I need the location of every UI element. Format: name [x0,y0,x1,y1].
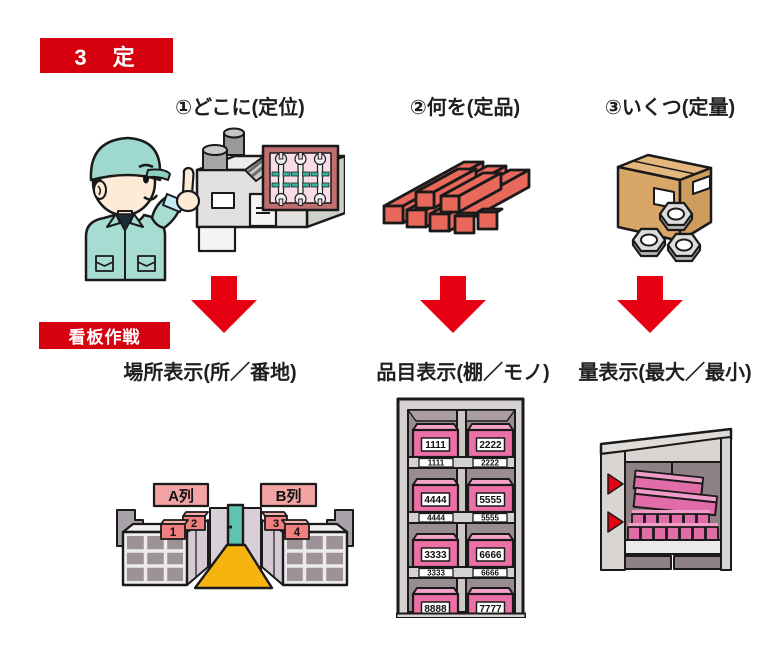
shelf-row-1: 1111 2222 1111 2222 [407,422,516,469]
svg-text:2222: 2222 [481,459,499,468]
min-level-marker-icon [607,511,624,533]
svg-text:2222: 2222 [479,440,502,451]
bar-stack [382,160,531,235]
svg-text:A列: A列 [168,487,194,505]
svg-text:5555: 5555 [479,495,502,506]
svg-text:6666: 6666 [479,550,502,561]
svg-text:3: 3 [273,518,279,530]
svg-text:3333: 3333 [427,569,445,578]
svg-text:B列: B列 [276,487,302,505]
aisle-illustration: A列 B列 2 1 3 4 [116,482,354,590]
hex-nut-icon [631,227,667,258]
material-bars-illustration [382,160,531,235]
svg-text:1111: 1111 [428,459,445,468]
column-header-where: ①どこに(定位) [175,97,305,119]
svg-text:4444: 4444 [427,514,445,523]
santei-badge: 3 定 [40,38,173,73]
shelf-row-2: 4444 5555 4444 5555 [407,477,516,524]
hex-nut-icon [666,232,702,263]
svg-text:4444: 4444 [424,495,447,506]
result-label-item: 品目表示(棚／モノ) [376,362,550,384]
cardboard-box [616,153,713,243]
parts-box-illustration [616,153,713,263]
location-tag: 3 [261,511,288,531]
machine [195,127,345,253]
down-arrow-icon [617,276,683,333]
max-level-marker-icon [607,473,624,495]
result-label-location: 場所表示(所／番地) [123,362,297,384]
svg-text:8888: 8888 [424,604,447,615]
down-arrow-icon [420,276,486,333]
kanban-badge: 看板作戦 [39,322,170,349]
location-tag: 1 [160,519,189,540]
result-label-quantity: 量表示(最大／最小) [578,362,752,384]
left-shelving-unit [121,519,209,587]
svg-text:2: 2 [191,518,197,530]
worker-pointing-illustration [84,127,345,282]
tool-board [261,144,340,212]
row-sign-a: A列 [152,482,210,508]
svg-text:1111: 1111 [425,440,446,451]
svg-text:4: 4 [294,527,301,539]
labelled-shelf-illustration: 1111 2222 1111 2222 4444 5555 4444 5555 … [396,397,526,618]
pink-bar-stack [627,469,719,541]
column-header-howmany: ③いくつ(定量) [604,97,736,119]
quantity-cabinet-illustration [599,427,733,571]
hex-nut-icon [658,201,694,232]
pointing-finger [181,166,195,197]
column-header-what: ②何を(定品) [409,97,521,119]
jacket-pocket [95,255,156,272]
svg-text:3333: 3333 [424,550,447,561]
location-tag: 4 [281,519,310,540]
svg-text:6666: 6666 [481,569,499,578]
shelf-row-4: 8888 7777 [411,586,515,618]
svg-text:7777: 7777 [479,604,502,615]
svg-text:1: 1 [170,527,177,539]
worker [84,136,201,282]
shelf-row-3: 3333 6666 3333 6666 [407,532,516,579]
row-sign-b: B列 [259,482,318,508]
down-arrow-icon [191,276,257,333]
machine-cylinder [202,127,245,171]
aisle-door [226,503,245,547]
svg-text:5555: 5555 [481,514,499,523]
aisle-floor-path [193,543,274,590]
